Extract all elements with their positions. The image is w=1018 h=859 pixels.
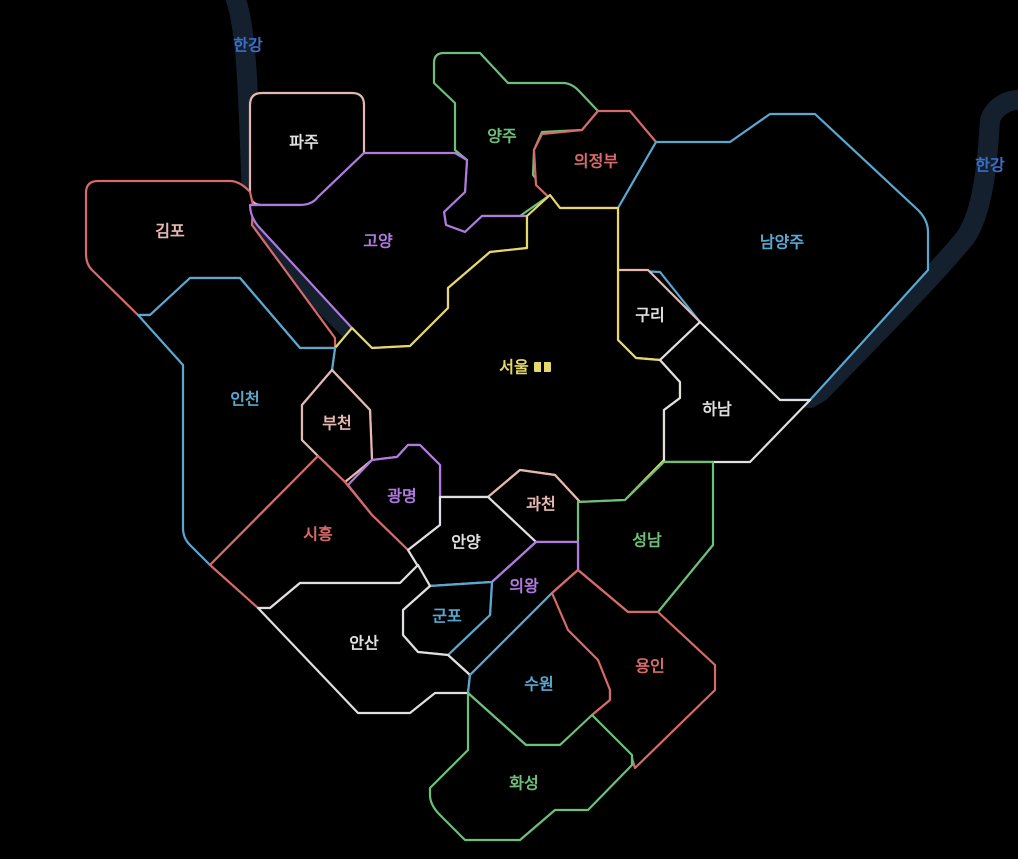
label-goyang: 고양	[363, 232, 393, 251]
label-uiwang: 의왕	[509, 577, 539, 596]
region-namyangju[interactable]	[616, 112, 930, 402]
region-hanam[interactable]	[658, 320, 812, 464]
label-gunpo: 군포	[432, 607, 462, 626]
label-hanam: 하남	[702, 400, 732, 419]
label-suwon: 수원	[524, 675, 553, 694]
region-gimpo[interactable]	[84, 179, 337, 350]
label-gimpo: 김포	[155, 222, 185, 241]
region-ansan[interactable]	[256, 563, 472, 715]
label-uijeongbu: 의정부	[574, 152, 618, 171]
label-seoul: 서울	[499, 358, 529, 377]
label-bucheon: 부천	[322, 414, 351, 433]
region-goyang[interactable]	[248, 151, 529, 350]
label-siheung: 시흥	[303, 525, 333, 544]
label-yongin: 용인	[635, 657, 664, 676]
label-yangju: 양주	[487, 127, 517, 146]
river-label-east: 한강	[975, 156, 1005, 175]
label-seongnam: 성남	[632, 531, 662, 550]
label-incheon: 인천	[230, 390, 259, 409]
label-hwaseong: 화성	[509, 774, 538, 793]
region-incheon[interactable]	[136, 276, 337, 567]
label-gwacheon: 과천	[526, 495, 555, 514]
label-guri: 구리	[635, 306, 664, 325]
seoul-flag-icon	[534, 361, 551, 373]
label-paju: 파주	[289, 133, 319, 152]
label-anyang: 안양	[451, 533, 481, 552]
label-namyangju: 남양주	[760, 233, 804, 252]
label-ansan: 안산	[349, 634, 379, 653]
label-gwangmyeong: 광명	[387, 487, 416, 506]
region-hwaseong[interactable]	[428, 691, 634, 842]
river-label-west: 한강	[233, 36, 263, 55]
